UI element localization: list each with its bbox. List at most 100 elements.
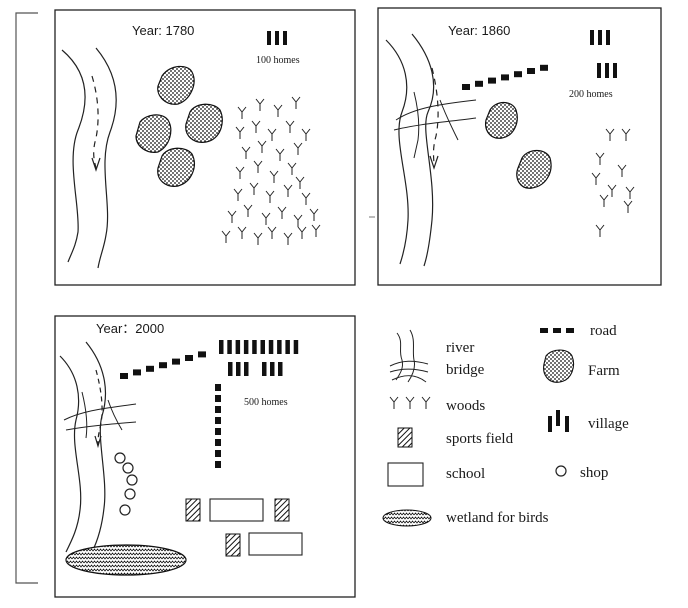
tree-mark: [591, 172, 601, 185]
tree-mark: [617, 164, 627, 177]
shop-icon: [114, 452, 138, 516]
tree-mark: [221, 230, 231, 243]
road-segment: [146, 365, 154, 372]
legend-farm-label: Farm: [588, 363, 620, 379]
legend-school-label: school: [446, 466, 485, 482]
tree-mark: [625, 186, 635, 199]
river-icon: [395, 329, 415, 383]
tree-mark: [265, 190, 275, 203]
tree-mark: [287, 162, 297, 175]
homes-label: 200 homes: [569, 89, 613, 100]
tree-mark: [309, 208, 319, 221]
house-mark: [243, 340, 249, 354]
tree-mark: [267, 226, 277, 239]
tree-mark: [595, 152, 605, 165]
legend: river bridge woods sports field school w…: [382, 323, 629, 527]
legend-shop-label: shop: [580, 465, 608, 481]
road-segment: [215, 450, 221, 457]
map-2000: Year：2000 500 homes: [54, 315, 356, 598]
homes-label: 100 homes: [256, 55, 300, 66]
river-icon: [385, 33, 439, 267]
tree-mark: [267, 128, 277, 141]
legend-river-label: river: [446, 340, 474, 356]
road-segment: [215, 417, 221, 424]
tree-mark: [599, 194, 609, 207]
village-icon: [267, 31, 287, 45]
house-mark: [278, 362, 283, 376]
house-mark: [262, 362, 267, 376]
road-segment: [215, 406, 221, 413]
map-1780: Year: 1780 100 homes: [54, 9, 356, 286]
river-icon: [61, 47, 117, 269]
tree-mark: [249, 182, 259, 195]
homes-label: 500 homes: [244, 397, 288, 408]
house-mark: [277, 340, 282, 354]
tree-mark: [621, 128, 631, 141]
tree-mark: [275, 148, 285, 161]
tree-mark: [251, 120, 261, 133]
tree-mark: [623, 200, 633, 213]
village-icon: [219, 340, 299, 376]
woods-icon: [591, 128, 635, 237]
road-segment: [215, 439, 221, 446]
bridge-icon: [63, 391, 137, 439]
group-bracket: [15, 12, 38, 584]
legend-wetland-label: wetland for birds: [446, 510, 549, 526]
road-segment: [501, 74, 509, 81]
tree-mark: [255, 98, 265, 111]
tree-mark: [235, 166, 245, 179]
tree-mark: [389, 396, 399, 409]
road-segment: [527, 68, 535, 74]
house-mark: [252, 340, 257, 354]
school-icon: [209, 498, 303, 556]
tree-mark: [273, 104, 283, 117]
road-segment: [540, 64, 548, 71]
house-mark: [260, 340, 265, 354]
tree-mark: [233, 188, 243, 201]
tree-mark: [297, 226, 307, 239]
house-mark: [268, 340, 274, 354]
road-segment: [215, 428, 221, 435]
tree-mark: [605, 128, 615, 141]
tree-mark: [421, 396, 431, 409]
farm-icon: [543, 349, 575, 383]
tree-mark: [293, 214, 303, 227]
map-year-label: Year: 1860: [448, 23, 510, 38]
house-mark: [244, 362, 249, 376]
map-frame: [54, 9, 356, 286]
road-segment: [215, 461, 221, 468]
house-mark: [228, 362, 233, 376]
tree-mark: [253, 160, 263, 173]
woods-icon: [389, 396, 431, 409]
tree-mark: [283, 232, 293, 245]
school-icon: [387, 462, 424, 487]
road-segment: [475, 80, 483, 87]
map-frame: [377, 7, 662, 286]
road-segment: [215, 395, 221, 402]
tree-mark: [291, 96, 301, 109]
farm-icon: [485, 101, 552, 189]
tree-mark: [607, 184, 617, 197]
tree-mark: [405, 396, 415, 409]
legend-village-label: village: [588, 416, 629, 432]
house-mark: [236, 362, 241, 376]
house-mark: [293, 340, 299, 354]
river-icon: [59, 341, 107, 553]
tree-mark: [253, 232, 263, 245]
house-mark: [235, 340, 241, 354]
tree-mark: [301, 128, 311, 141]
wetland-icon: [382, 509, 432, 527]
tree-mark: [293, 142, 303, 155]
road-segment: [159, 362, 167, 369]
tree-mark: [269, 170, 279, 183]
tree-mark: [301, 192, 311, 205]
tree-mark: [235, 126, 245, 139]
sports-field-icon: [185, 498, 290, 557]
road-segment: [198, 351, 206, 358]
road-segment: [172, 358, 180, 365]
legend-woods-label: woods: [446, 398, 485, 414]
tree-mark: [257, 140, 267, 153]
road-icon: [120, 351, 221, 468]
bridge-icon: [389, 360, 429, 383]
